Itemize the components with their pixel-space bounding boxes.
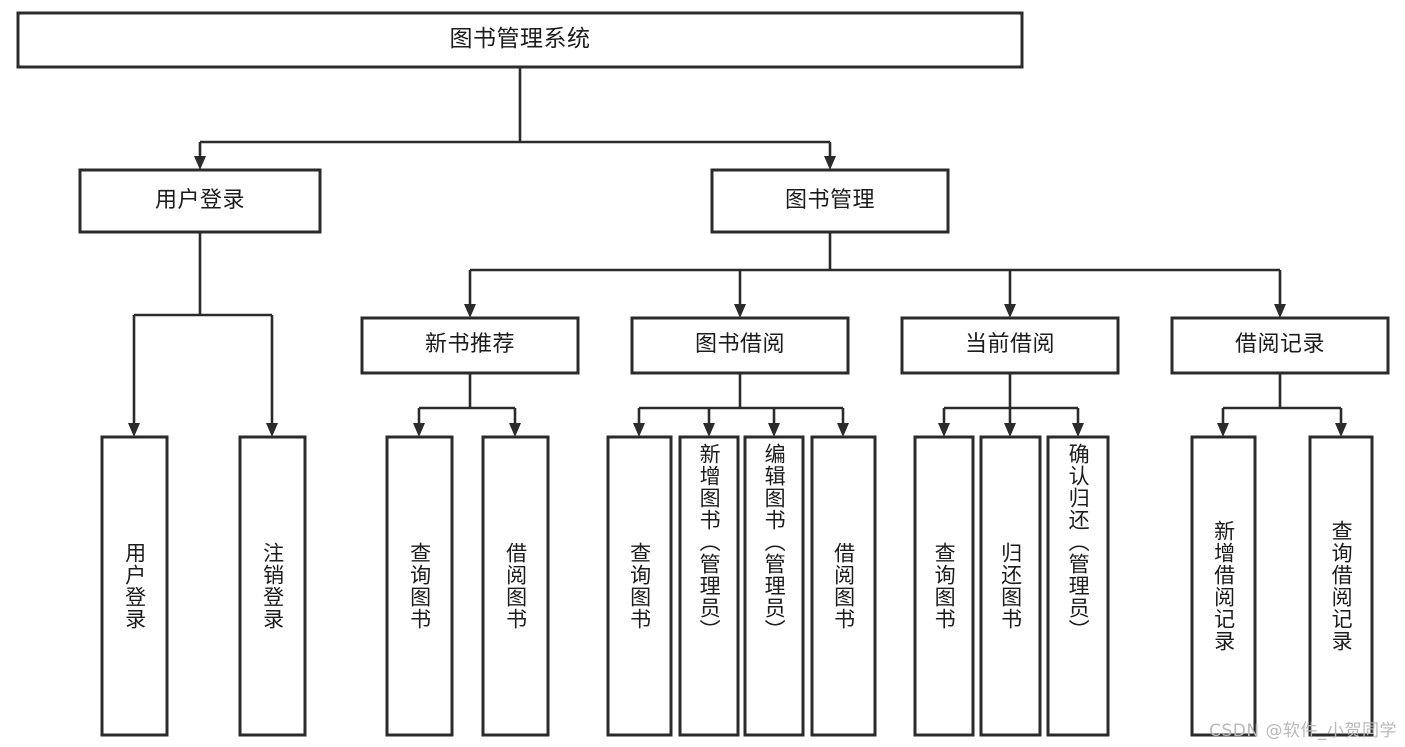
box-layer: [16, 11, 1390, 737]
arrow-leaf-add-borrow-record: [1217, 423, 1229, 437]
arrow-leaf-user-logout: [266, 423, 278, 437]
arrow-to-new-book-recommend: [464, 304, 476, 318]
node-box-leaf-user-logout[interactable]: [238, 435, 307, 737]
arrow-leaf-confirm-return-admin: [1072, 423, 1084, 437]
node-box-leaf-edit-book-admin[interactable]: [743, 435, 805, 737]
node-box-book-borrow[interactable]: [630, 316, 850, 375]
node-box-root[interactable]: [16, 11, 1024, 69]
node-box-leaf-query-book-borrow[interactable]: [606, 435, 673, 737]
node-box-leaf-confirm-return-admin[interactable]: [1046, 435, 1110, 737]
node-box-user-login[interactable]: [78, 168, 322, 234]
arrow-leaf-query-book-borrow: [633, 423, 645, 437]
arrow-to-book-management: [824, 156, 836, 170]
node-box-borrow-record[interactable]: [1170, 316, 1390, 375]
arrow-to-book-borrow: [734, 304, 746, 318]
arrow-leaf-query-book-rec: [413, 423, 425, 437]
arrow-leaf-query-book-current: [938, 423, 950, 437]
node-box-leaf-borrow-book[interactable]: [810, 435, 877, 737]
csdn-watermark: CSDN @软件_小贺同学: [1209, 721, 1397, 741]
node-box-leaf-add-borrow-record[interactable]: [1190, 435, 1257, 737]
arrow-leaf-add-book-admin: [703, 423, 715, 437]
arrow-leaf-return-book: [1004, 423, 1016, 437]
arrow-to-user-login: [194, 156, 206, 170]
arrow-to-borrow-record: [1274, 304, 1286, 318]
arrow-leaf-query-borrow-record: [1335, 423, 1347, 437]
arrow-leaf-edit-book-admin: [768, 423, 780, 437]
node-box-leaf-return-book[interactable]: [979, 435, 1042, 737]
arrow-leaf-user-login: [128, 423, 140, 437]
node-box-new-book-recommend[interactable]: [360, 316, 580, 375]
node-box-leaf-add-book-admin[interactable]: [678, 435, 740, 737]
node-box-current-borrow[interactable]: [900, 316, 1120, 375]
node-box-leaf-query-book-current[interactable]: [913, 435, 975, 737]
arrow-leaf-borrow-book-rec: [509, 423, 521, 437]
connector-layer: [128, 67, 1347, 437]
node-box-leaf-borrow-book-rec[interactable]: [481, 435, 550, 737]
arrow-to-current-borrow: [1004, 304, 1016, 318]
node-box-leaf-query-book-rec[interactable]: [385, 435, 454, 737]
arrow-leaf-borrow-book: [837, 423, 849, 437]
node-box-leaf-user-login[interactable]: [100, 435, 169, 737]
node-box-leaf-query-borrow-record[interactable]: [1308, 435, 1374, 737]
node-box-book-management[interactable]: [710, 168, 950, 234]
